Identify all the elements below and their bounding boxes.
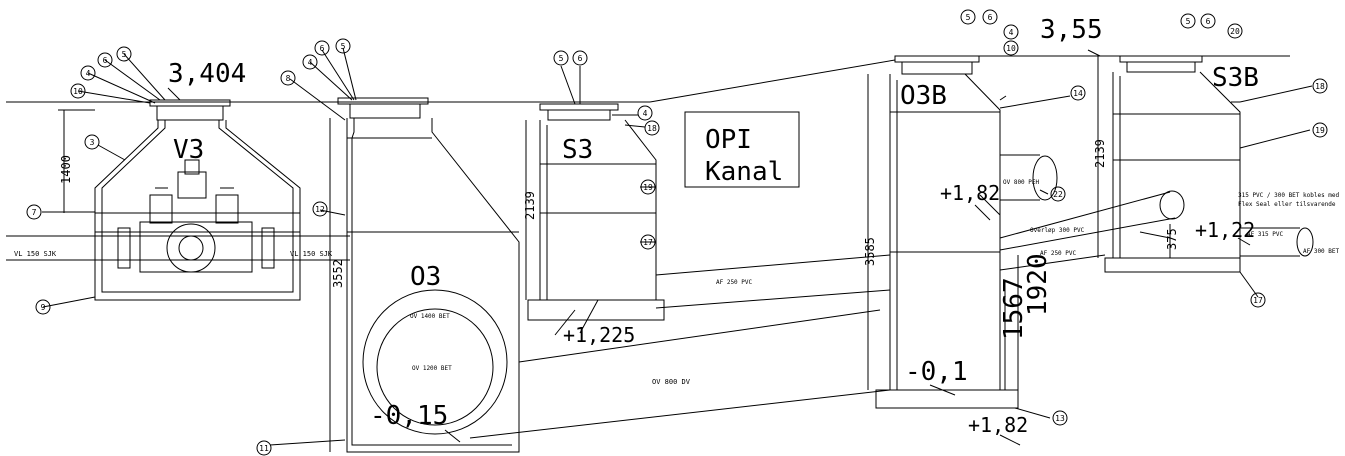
opi-kanal-box [684,111,800,188]
callout-5-v3: 5 [122,50,127,59]
ground-line-slope [649,59,896,103]
callout-6-o3: 6 [320,44,325,53]
label-s3b: S3B [1212,63,1259,93]
level-o3b-below: +1,82 [968,413,1028,437]
callout-bubbles [26,9,1328,456]
callout-5-o3b: 5 [966,13,971,22]
pipe-af-250-b: AF 250 PVC [1040,250,1077,257]
label-o3: O3 [410,262,441,292]
pipe-af-300-bet: AF 300 BET [1303,248,1340,255]
dim-1920: 1920 [1023,253,1053,316]
note-line-1: 315 PVC / 300 BET kobles med [1238,192,1340,199]
dim-2139-s3: 2139 [523,191,537,220]
dim-375: 375 [1165,228,1179,250]
callout-leaders [42,47,1313,446]
callout-4-v3: 4 [86,69,91,78]
level-s3-bottom: +1,225 [563,323,635,347]
callout-5-s3b: 5 [1186,17,1191,26]
callout-13: 13 [1055,414,1065,423]
callout-10-v3: 10 [73,87,83,96]
dim-1567: 1567 [999,277,1029,340]
callout-22: 22 [1053,190,1063,199]
pipe-ov-1200: OV 1200 BET [412,365,452,372]
label-v3: V3 [173,135,204,165]
dim-3552: 3552 [331,259,345,288]
callout-18-s3b: 18 [1315,82,1325,91]
pipe-ov-800-peh: OV 800 PEH [1003,179,1040,186]
callout-17-s3b: 17 [1253,296,1263,305]
pipe-af-250-a: AF 250 PVC [716,279,753,286]
level-o3b-bottom: -0,1 [905,357,968,387]
dim-1400: 1400 [59,155,73,184]
chamber-s3 [525,103,891,321]
callout-6-o3b: 6 [988,13,993,22]
level-o3b-top: 3,55 [1040,15,1103,45]
note-line-2: Flex Seal eller tilsvarende [1238,201,1336,208]
pipe-vl-left: VL 150 SJK [14,250,57,258]
label-o3b: O3B [900,81,947,111]
level-v3-top: 3,404 [168,59,246,89]
level-s3b-pipe: +1,22 [1195,218,1255,242]
callout-7: 7 [32,208,37,217]
callout-4-s3: 4 [643,109,648,118]
callout-12: 12 [315,205,325,214]
label-s3: S3 [562,135,593,165]
label-kanal: Kanal [705,157,783,187]
chamber-s3b [1097,55,1314,273]
callout-8: 8 [286,74,291,83]
callout-4-o3: 4 [308,58,313,67]
callout-19-s3b: 19 [1315,126,1325,135]
callout-17-s3: 17 [643,238,653,247]
callout-14: 14 [1073,89,1083,98]
chamber-o3b [867,55,1185,409]
callout-20: 20 [1230,27,1240,36]
level-o3b-mid: +1,82 [940,181,1000,205]
dim-2139-s3b: 2139 [1093,139,1107,168]
pipe-af-315: AF 315 PVC [1247,231,1284,238]
callout-5-s3: 5 [559,54,564,63]
callout-6-v3: 6 [103,56,108,65]
dim-3585: 3585 [863,237,877,266]
chamber-v3 [6,99,350,301]
level-o3-bottom: -0,15 [370,401,448,431]
callout-6-s3b: 6 [1206,17,1211,26]
callout-9: 9 [41,303,46,312]
chamber-o3 [329,97,891,453]
callout-18-s3: 18 [647,124,657,133]
callout-19-s3: 19 [643,183,653,192]
pipe-vl-right: VL 150 SJK [290,250,333,258]
callout-3: 3 [90,138,95,147]
callout-4-o3b: 4 [1009,28,1014,37]
callout-6-s3: 6 [578,54,583,63]
callout-10-o3b: 10 [1006,44,1016,53]
pipe-ov-800-dv: OV 800 DV [652,378,691,386]
callout-11: 11 [259,444,269,453]
pipe-overlop: Overløp 300 PVC [1030,227,1085,234]
label-opi: OPI [705,125,752,155]
pipe-ov-1400: OV 1400 BET [410,313,450,320]
callout-5-o3: 5 [341,42,346,51]
level-markers [167,49,1101,336]
